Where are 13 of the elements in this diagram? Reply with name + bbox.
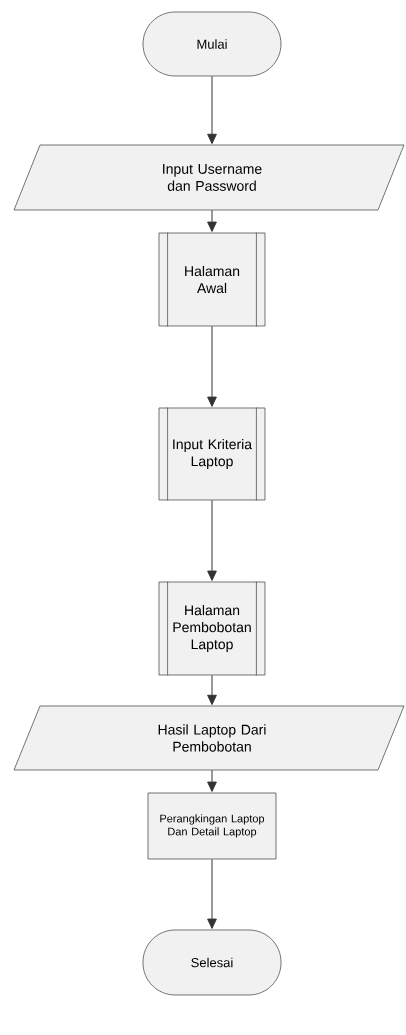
- input-output-parallelogram: Input Username dan Password: [13, 144, 405, 211]
- arrow: [207, 499, 217, 581]
- predefined-process-box: Halaman Pembobotan Laptop: [158, 581, 266, 676]
- arrow: [207, 674, 217, 706]
- arrow: [207, 325, 217, 407]
- arrow: [207, 769, 217, 792]
- predefined-process-box: Halaman Awal: [158, 232, 266, 327]
- process-box: Perangkingan Laptop Dan Detail Laptop: [147, 792, 277, 860]
- arrow: [207, 75, 217, 145]
- predefined-process-box: Input Kriteria Laptop: [158, 407, 266, 501]
- arrow: [207, 858, 217, 929]
- arrow: [207, 209, 217, 232]
- input-output-parallelogram: Hasil Laptop Dari Pembobotan: [13, 705, 405, 771]
